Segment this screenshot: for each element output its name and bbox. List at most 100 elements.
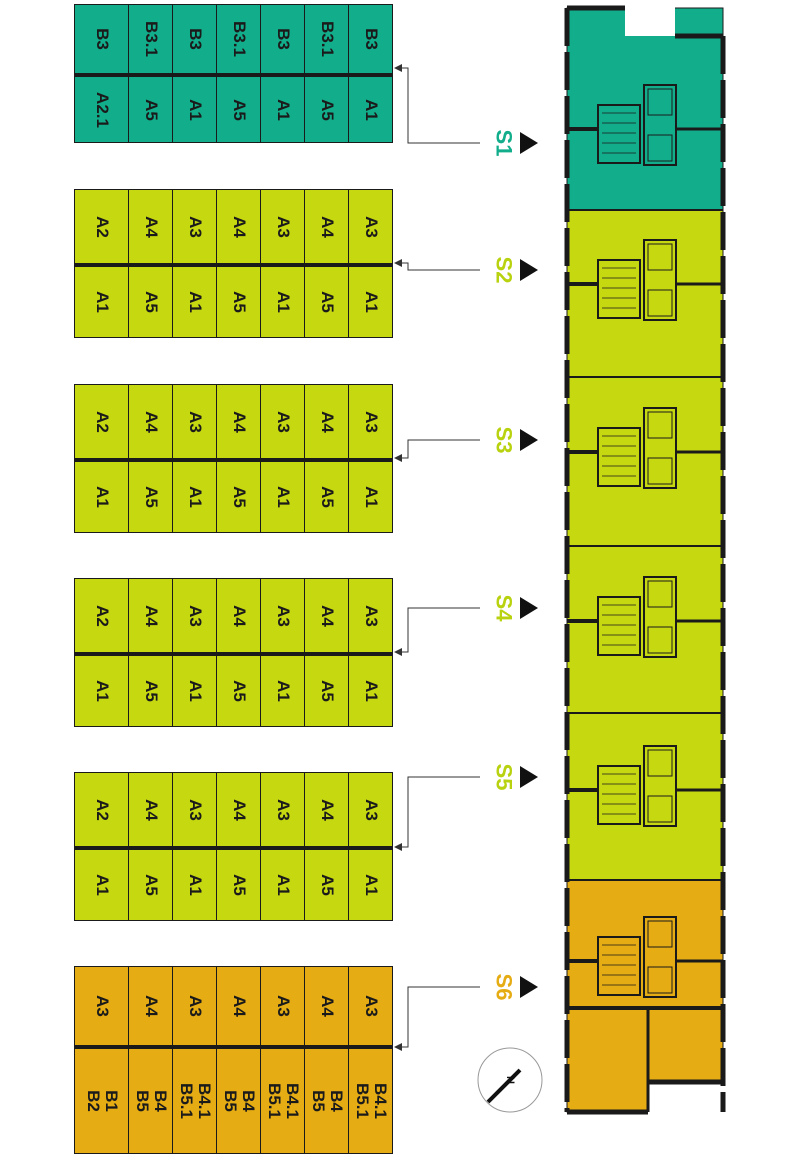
unit-cell: A4 bbox=[305, 773, 349, 846]
unit-cell: A3 bbox=[261, 967, 305, 1045]
unit-cell: A5 bbox=[305, 850, 349, 920]
unit-cell: A3 bbox=[173, 773, 217, 846]
unit-cell: A4 bbox=[305, 190, 349, 263]
block-divider bbox=[75, 73, 392, 77]
unit-cell: A3 bbox=[261, 773, 305, 846]
unit-cell: A4 bbox=[217, 385, 261, 458]
unit-cell: A3 bbox=[261, 385, 305, 458]
unit-cell: A3 bbox=[173, 579, 217, 652]
unit-cell: A5 bbox=[129, 850, 173, 920]
block-divider bbox=[75, 458, 392, 462]
unit-cell: A5 bbox=[129, 656, 173, 726]
triangle-marker-icon bbox=[520, 132, 538, 154]
section-label: S5 bbox=[492, 764, 517, 791]
unit-cell: A5 bbox=[129, 267, 173, 337]
unit-cell: B3.1 bbox=[305, 5, 349, 73]
triangle-marker-icon bbox=[520, 429, 538, 451]
unit-cell: A4 bbox=[129, 967, 173, 1045]
unit-cell: A4 bbox=[305, 385, 349, 458]
arrowhead-icon bbox=[394, 259, 402, 267]
unit-cell: A4 bbox=[217, 190, 261, 263]
unit-cell: A1 bbox=[261, 656, 305, 726]
unit-cell: A3 bbox=[173, 385, 217, 458]
unit-cell: A4 bbox=[217, 773, 261, 846]
stair-icon bbox=[567, 239, 723, 321]
unit-cell: A5 bbox=[129, 462, 173, 532]
wall-top bbox=[567, 5, 723, 39]
unit-cell: A5 bbox=[217, 267, 261, 337]
triangle-marker-icon bbox=[520, 976, 538, 998]
unit-cell: A4 bbox=[129, 190, 173, 263]
connector-line-1 bbox=[396, 67, 480, 144]
stair-icon bbox=[567, 745, 723, 827]
unit-cell: A5 bbox=[305, 77, 349, 142]
unit-cell: A5 bbox=[305, 656, 349, 726]
connector-line-5 bbox=[396, 776, 480, 848]
section-label: S2 bbox=[492, 257, 517, 284]
unit-cell: A1 bbox=[173, 850, 217, 920]
unit-cell: A1 bbox=[75, 656, 129, 726]
unit-cell: A2 bbox=[75, 385, 129, 458]
connector-line-6 bbox=[396, 986, 480, 1048]
unit-cell: A3 bbox=[173, 190, 217, 263]
unit-cell: A1 bbox=[261, 77, 305, 142]
unit-cell: A1 bbox=[173, 656, 217, 726]
unit-cell: A1 bbox=[261, 462, 305, 532]
unit-cell: A2 bbox=[75, 773, 129, 846]
block-divider bbox=[75, 846, 392, 850]
unit-cell: A4 bbox=[217, 579, 261, 652]
block-divider bbox=[75, 1045, 392, 1049]
section-label: S1 bbox=[492, 130, 517, 157]
block-divider bbox=[75, 652, 392, 656]
unit-cell: B3.1 bbox=[217, 5, 261, 73]
unit-cell: A5 bbox=[217, 656, 261, 726]
unit-cell: A4 bbox=[129, 773, 173, 846]
unit-cell: A5 bbox=[217, 850, 261, 920]
arrowhead-icon bbox=[394, 843, 402, 851]
unit-cell: A3 bbox=[173, 967, 217, 1045]
unit-cell: A1 bbox=[75, 462, 129, 532]
stair-icon bbox=[567, 916, 723, 998]
section-label: S6 bbox=[492, 974, 517, 1001]
stair-icon bbox=[567, 84, 723, 166]
unit-cell: B3 bbox=[75, 5, 129, 73]
unit-cell: A2.1 bbox=[75, 77, 129, 142]
unit-cell: A5 bbox=[217, 462, 261, 532]
arrowhead-icon bbox=[394, 1043, 402, 1051]
entry-notch-top bbox=[625, 6, 675, 36]
unit-cell: B3.1 bbox=[129, 5, 173, 73]
unit-cell: A3 bbox=[261, 190, 305, 263]
unit-cell: A5 bbox=[305, 462, 349, 532]
unit-cell: A4 bbox=[129, 579, 173, 652]
connector-line-3 bbox=[396, 439, 480, 459]
connector-line-4 bbox=[396, 607, 480, 653]
stair-icon bbox=[567, 407, 723, 489]
arrowhead-icon bbox=[394, 648, 402, 656]
unit-cell: A1 bbox=[173, 462, 217, 532]
arrowhead-icon bbox=[394, 454, 402, 462]
unit-cell: A1 bbox=[261, 267, 305, 337]
unit-cell: A5 bbox=[217, 77, 261, 142]
stair-icon bbox=[567, 576, 723, 658]
connector-line-2 bbox=[396, 262, 480, 271]
